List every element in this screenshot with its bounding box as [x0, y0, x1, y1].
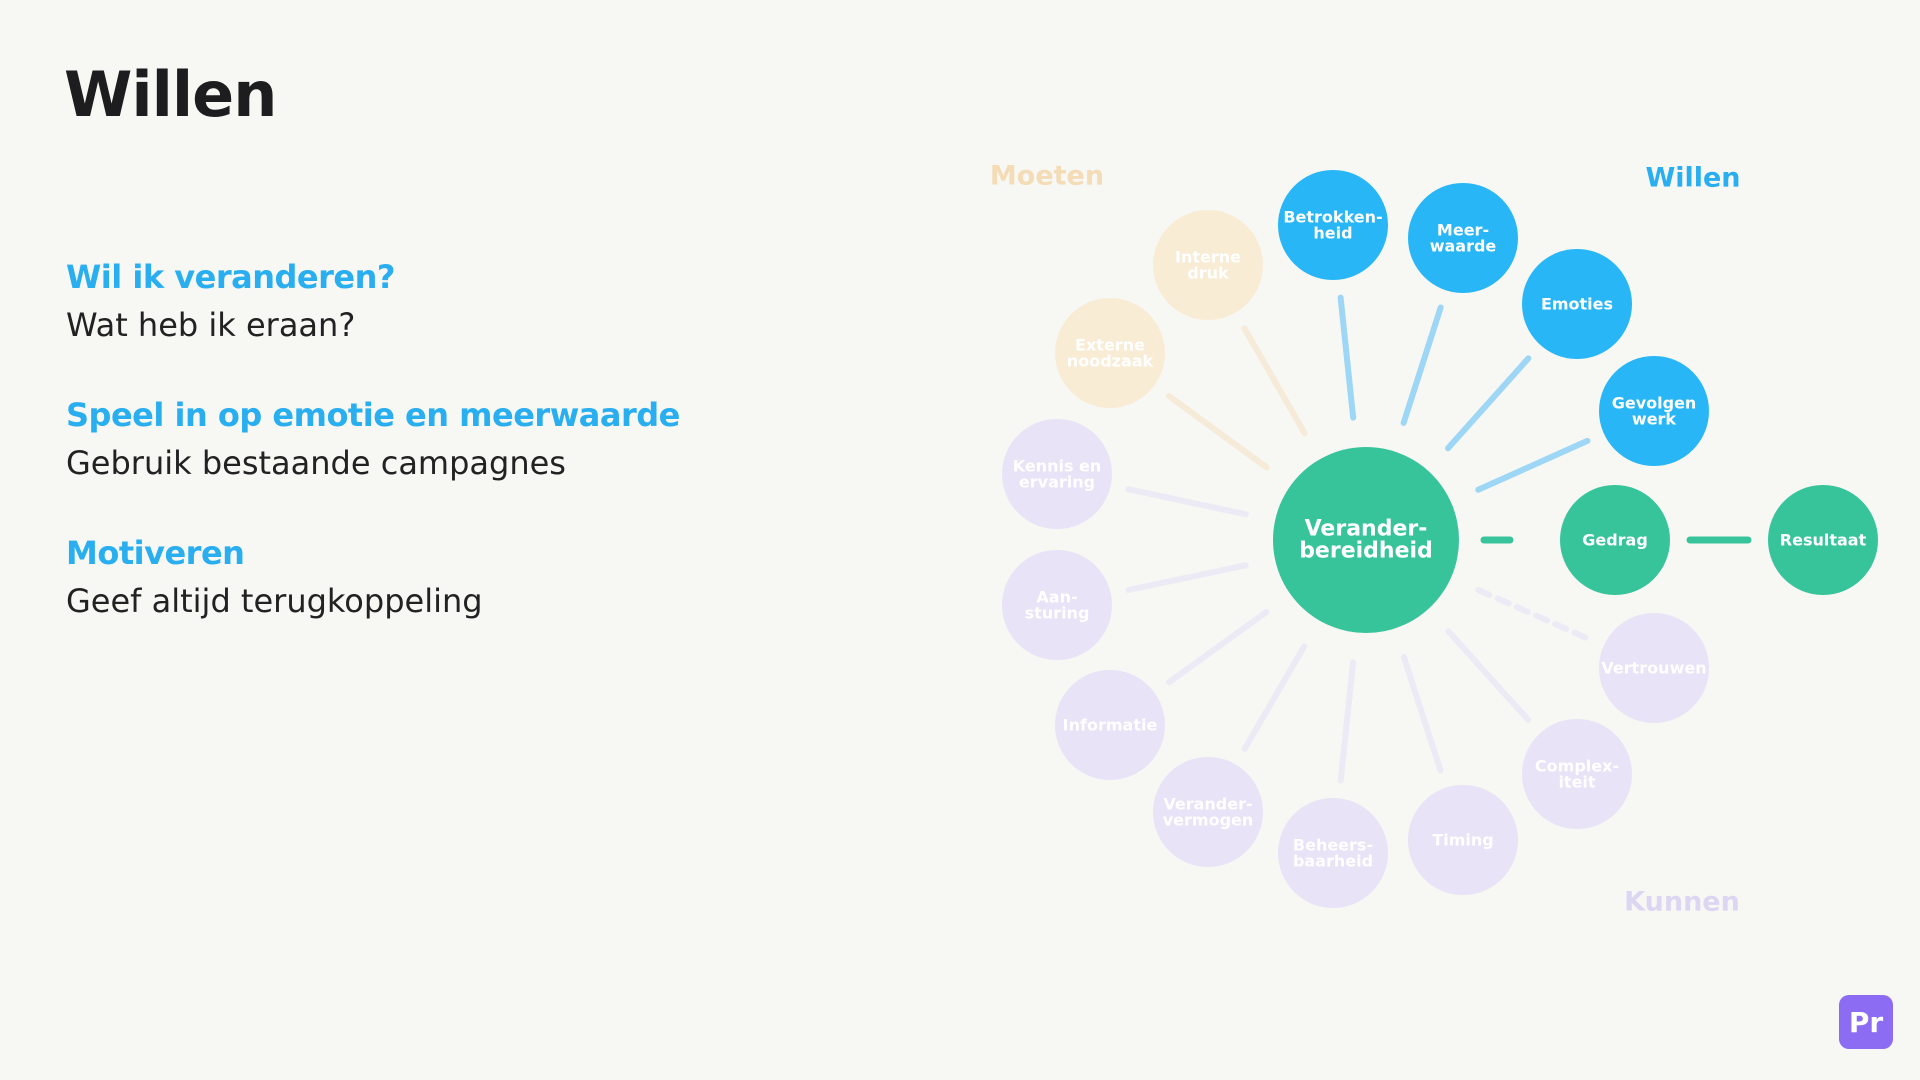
node-beheersbaarheid: Beheers-baarheid — [1278, 798, 1388, 908]
node-label: Timing — [1432, 831, 1493, 850]
node-label: Verander- — [1163, 795, 1252, 814]
node-label: noodzaak — [1067, 352, 1154, 371]
node-betrokkenheid: Betrokken-heid — [1278, 170, 1388, 280]
node-label: Gevolgen — [1612, 394, 1697, 413]
spoke-complexiteit — [1445, 628, 1532, 723]
node-label: Gedrag — [1582, 531, 1648, 550]
spoke-meerwaarde — [1400, 304, 1444, 426]
node-circle — [1768, 485, 1878, 595]
spoke-emoties — [1444, 355, 1532, 452]
node-resultaat: Resultaat — [1768, 485, 1878, 595]
node-label: Aan- — [1036, 588, 1077, 607]
node-label: Meer- — [1437, 221, 1489, 240]
spoke-aansturing — [1125, 562, 1249, 593]
spoke-interne-druk — [1241, 325, 1308, 437]
node-circle — [1273, 447, 1459, 633]
spoke-gevolgen-werk — [1475, 437, 1591, 493]
node-label: baarheid — [1293, 852, 1373, 871]
node-label: Verander- — [1305, 517, 1428, 542]
node-circle — [1278, 170, 1388, 280]
node-label: Externe — [1075, 336, 1145, 355]
spoke-informatie — [1166, 609, 1270, 686]
node-label: Betrokken- — [1283, 208, 1382, 227]
node-label: werk — [1632, 410, 1677, 429]
node-aansturing: Aan-sturing — [1002, 550, 1112, 660]
node-label: iteit — [1558, 773, 1595, 792]
node-vertrouwen: Vertrouwen — [1599, 613, 1709, 723]
node-meerwaarde: Meer-waarde — [1408, 183, 1518, 293]
bullet-item: Speel in op emotie en meerwaarde Gebruik… — [66, 396, 826, 482]
app-logo-badge: Pr — [1839, 995, 1893, 1049]
node-gedrag: Gedrag — [1560, 485, 1670, 595]
bullet-heading: Wil ik veranderen? — [66, 258, 395, 296]
node-circle — [1153, 757, 1263, 867]
node-circle — [1599, 613, 1709, 723]
node-circle — [1408, 785, 1518, 895]
node-circle — [1278, 798, 1388, 908]
node-label: sturing — [1025, 604, 1090, 623]
node-label: ervaring — [1019, 473, 1095, 492]
bullet-heading: Motiveren — [66, 534, 245, 572]
group-label-willen: Willen — [1645, 163, 1740, 194]
node-informatie: Informatie — [1055, 670, 1165, 780]
bullet-text: Gebruik bestaande campagnes — [66, 444, 566, 482]
bullet-list: Wil ik veranderen? Wat heb ik eraan? Spe… — [66, 258, 826, 672]
node-circle — [1522, 719, 1632, 829]
node-circle — [1153, 210, 1263, 320]
spoke-verandervermogen — [1241, 643, 1308, 752]
group-label-kunnen: Kunnen — [1624, 887, 1740, 918]
spoke-kennis-en-ervaring — [1125, 486, 1249, 518]
page-title: Willen — [64, 58, 277, 131]
node-circle — [1055, 298, 1165, 408]
node-label: druk — [1187, 264, 1229, 283]
bullet-text: Geef altijd terugkoppeling — [66, 582, 483, 620]
node-circle — [1522, 249, 1632, 359]
bullet-heading: Speel in op emotie en meerwaarde — [66, 396, 680, 434]
bullet-item: Motiveren Geef altijd terugkoppeling — [66, 534, 826, 620]
node-label: heid — [1313, 224, 1352, 243]
node-circle — [1002, 550, 1112, 660]
spoke-timing — [1400, 654, 1444, 774]
node-label: waarde — [1430, 237, 1497, 256]
node-emoties: Emoties — [1522, 249, 1632, 359]
node-label: Kennis en — [1013, 457, 1102, 476]
node-label: Beheers- — [1293, 836, 1373, 855]
node-label: Interne — [1175, 248, 1241, 267]
node-verandervermogen: Verander-vermogen — [1153, 757, 1263, 867]
node-label: Informatie — [1063, 716, 1158, 735]
node-label: vermogen — [1163, 811, 1254, 830]
node-label: Complex- — [1535, 757, 1619, 776]
bullet-text: Wat heb ik eraan? — [66, 306, 356, 344]
diagram-nodes: Verander-bereidheidInternedrukExternenoo… — [1002, 170, 1878, 908]
spoke-beheersbaarheid — [1337, 659, 1357, 784]
node-label: Vertrouwen — [1601, 659, 1706, 678]
node-circle — [1055, 670, 1165, 780]
node-circle — [1599, 356, 1709, 466]
node-label: Emoties — [1541, 295, 1613, 314]
spoke-externe-noodzaak — [1165, 393, 1270, 471]
node-circle — [1002, 419, 1112, 529]
node-label: bereidheid — [1299, 539, 1433, 564]
spoke-betrokkenheid — [1337, 294, 1357, 421]
node-circle — [1560, 485, 1670, 595]
node-complexiteit: Complex-iteit — [1522, 719, 1632, 829]
node-label: Resultaat — [1780, 531, 1867, 550]
node-veranderbereidheid: Verander-bereidheid — [1273, 447, 1459, 633]
spoke-vertrouwen — [1475, 586, 1591, 642]
node-timing: Timing — [1408, 785, 1518, 895]
node-circle — [1408, 183, 1518, 293]
diagram-connectors — [1125, 294, 1752, 784]
group-label-moeten: Moeten — [990, 161, 1104, 192]
bullet-item: Wil ik veranderen? Wat heb ik eraan? — [66, 258, 826, 344]
